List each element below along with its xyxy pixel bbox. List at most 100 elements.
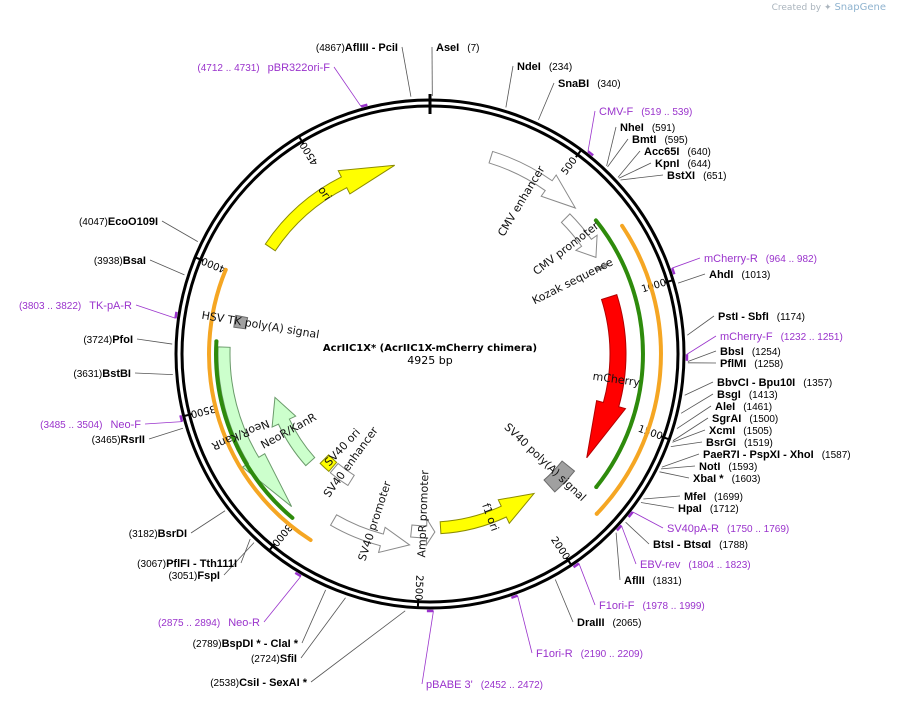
outer-feature-layer: NeoR/KanR	[207, 218, 663, 542]
enzyme-site-mfei[interactable]: MfeI(1699)	[643, 491, 743, 503]
enzyme-site-ahdi[interactable]: AhdI(1013)	[677, 269, 770, 284]
enzyme-site-psti-sbfi[interactable]: PstI - SbfI(1174)	[687, 311, 805, 336]
enzyme-site-bsrgi[interactable]: BsrGI(1519)	[670, 437, 773, 449]
enzyme-label-part: SbfI	[748, 311, 769, 323]
enzyme-site-alei[interactable]: AleI(1461)	[676, 401, 772, 429]
enzyme-site-xbai[interactable]: XbaI *(1603)	[659, 471, 761, 485]
enzyme-site-bsrdi[interactable]: (3182)BsrDI	[129, 510, 226, 540]
feature-sv40-enhancer[interactable]	[329, 462, 355, 487]
enzyme-label-part: (1603)	[732, 474, 761, 485]
primer-cmv-f[interactable]: CMV-F(519 .. 539)	[587, 106, 692, 157]
primer-tk-pa-r[interactable]: (3803 .. 3822)TK-pA-R	[19, 300, 178, 319]
enzyme-label-part: (234)	[549, 62, 572, 73]
enzyme-leader-line	[615, 532, 621, 581]
snapgene-credit: Created by ✦ SnapGene	[772, 2, 886, 13]
enzyme-site-pflmi[interactable]: PflMI(1258)	[687, 358, 783, 370]
enzyme-site-bstbi[interactable]: (3631)BstBI	[73, 368, 173, 380]
enzyme-leader-line	[617, 150, 641, 178]
primer-f1ori-f[interactable]: F1ori-F(1978 .. 1999)	[572, 562, 705, 612]
enzyme-leader-line	[620, 174, 664, 181]
enzyme-label: XcmI(1505)	[709, 425, 772, 437]
feature-cmv-enhancer[interactable]	[488, 150, 577, 209]
feature-ori[interactable]	[264, 164, 395, 252]
primer-binding-mark	[572, 562, 580, 569]
feature-sv40-polya[interactable]	[543, 460, 576, 493]
enzyme-site-fspi[interactable]: (3051)FspI	[168, 542, 255, 582]
tick-mark	[660, 435, 669, 440]
enzyme-site-pflfi-tth111i[interactable]: (3067)PflFI - Tth111I	[137, 538, 251, 570]
enzyme-label-part: (1831)	[653, 576, 682, 587]
enzyme-label-part: (4047)	[79, 217, 108, 228]
enzyme-site-bbvci-bpu10i[interactable]: BbvCI - Bpu10I(1357)	[684, 377, 832, 396]
primer-label-part: (1978 .. 1999)	[642, 601, 704, 612]
enzyme-label: MfeI(1699)	[684, 491, 743, 503]
enzyme-site-csii-sexai[interactable]: (2538)CsiI - SexAI *	[210, 610, 406, 689]
enzyme-site-ndei[interactable]: NdeI(234)	[505, 61, 572, 108]
enzyme-site-nhei[interactable]: NheI(591)	[606, 122, 676, 167]
enzyme-site-sgrai[interactable]: SgrAI(1500)	[672, 413, 778, 442]
enzyme-site-bsgi[interactable]: BsgI(1413)	[680, 389, 778, 414]
enzyme-leader-line	[223, 542, 255, 576]
primer-ebv-rev[interactable]: EBV-rev(1804 .. 1823)	[616, 524, 751, 571]
enzyme-site-xcmi[interactable]: XcmI(1505)	[672, 425, 772, 443]
enzyme-site-noti[interactable]: NotI(1593)	[660, 461, 757, 473]
feature-ampr-promoter[interactable]	[410, 517, 436, 547]
primer-neo-f[interactable]: (3485 .. 3504)Neo-F	[40, 414, 184, 431]
primer-sv40pa-r[interactable]: SV40pA-R(1750 .. 1769)	[627, 511, 790, 535]
feature-neokanr-1[interactable]	[271, 396, 316, 467]
enzyme-leader-line	[661, 453, 700, 468]
enzyme-site-bstxi[interactable]: BstXI(651)	[620, 170, 726, 182]
enzyme-site-bsai[interactable]: (3938)BsaI	[94, 255, 185, 276]
enzyme-site-afliii-pcii[interactable]: (4867)AflIII - PciI	[316, 42, 412, 97]
feature-sv40-promoter[interactable]	[329, 514, 411, 554]
enzyme-leader-line	[538, 82, 555, 121]
enzyme-site-aflii[interactable]: AflII(1831)	[615, 532, 682, 587]
enzyme-site-bspdi-clai[interactable]: (2789)BspDI * - ClaI *	[193, 589, 326, 650]
enzyme-site-eco0109i[interactable]: (4047)EcoO109I	[79, 216, 198, 242]
annotation-end	[594, 511, 599, 516]
enzyme-site-bbsi[interactable]: BbsI(1254)	[687, 346, 781, 362]
enzyme-site-acc65i[interactable]: Acc65I(640)	[617, 146, 711, 178]
primer-mcherry-f[interactable]: mCherry-F(1232 .. 1251)	[685, 331, 843, 361]
enzyme-leader-line	[680, 393, 714, 414]
feature-hsv-tk-polya[interactable]	[233, 314, 249, 330]
primer-leader-line	[672, 257, 701, 269]
enzyme-label-part: BsaI	[123, 255, 146, 267]
feature-cmv-promoter[interactable]	[560, 213, 598, 259]
primer-label: F1ori-F(1978 .. 1999)	[599, 600, 705, 612]
primer-label-part: (2452 .. 2472)	[481, 680, 543, 691]
primer-neo-r[interactable]: (2875 .. 2894)Neo-R	[158, 571, 302, 629]
enzyme-site-btsi-btsai[interactable]: BtsI - BtsαI(1788)	[625, 521, 748, 551]
enzyme-label: AseI(7)	[436, 42, 479, 54]
feature-mcherry[interactable]	[586, 293, 627, 459]
feature-f1-ori[interactable]	[439, 492, 536, 535]
enzyme-label: (3724)PfoI	[83, 334, 133, 346]
feature-kozak[interactable]	[594, 263, 608, 272]
enzyme-site-asei[interactable]: AseI(7)	[431, 42, 479, 97]
enzyme-label-part: (651)	[703, 171, 726, 182]
enzyme-site-pae-psp-xho[interactable]: PaeR7I - PspXI - XhoI(1587)	[661, 449, 851, 468]
enzyme-label: KpnI(644)	[655, 158, 711, 170]
enzyme-label: (3051)FspI	[168, 570, 220, 582]
enzyme-site-sfii[interactable]: (2724)SfiI	[251, 597, 346, 665]
primer-mcherry-r[interactable]: mCherry-R(964 .. 982)	[671, 253, 817, 275]
enzyme-site-pfoi[interactable]: (3724)PfoI	[83, 334, 173, 346]
enzyme-label-part: AleI	[715, 401, 735, 413]
primer-pbabe3[interactable]: pBABE 3'(2452 .. 2472)	[421, 609, 543, 691]
primer-f1ori-r[interactable]: F1ori-R(2190 .. 2209)	[510, 594, 643, 660]
credit-prefix: Created by	[771, 3, 822, 13]
primer-label: F1ori-R(2190 .. 2209)	[536, 648, 643, 660]
feature-sv40-ori[interactable]	[319, 454, 338, 473]
enzyme-label-part: AseI	[436, 42, 459, 54]
enzyme-site-hpai[interactable]: HpaI(1712)	[640, 502, 739, 515]
enzyme-label: PaeR7I - PspXI - XhoI(1587)	[703, 449, 851, 461]
enzyme-site-rsrii[interactable]: (3465)RsrII	[92, 427, 184, 446]
enzyme-leader-line	[161, 220, 198, 242]
enzyme-label-part: -	[190, 558, 200, 570]
enzyme-site-draiii[interactable]: DraIII(2065)	[554, 579, 641, 629]
enzyme-site-bmti[interactable]: BmtI(595)	[607, 134, 688, 168]
enzyme-label-part: Bpu10I	[759, 377, 796, 389]
primer-pbr322ori-f[interactable]: (4712 .. 4731)pBR322ori-F	[197, 62, 368, 108]
enzyme-site-kpni[interactable]: KpnI(644)	[618, 158, 711, 179]
enzyme-site-snabi[interactable]: SnaBI(340)	[538, 78, 621, 121]
